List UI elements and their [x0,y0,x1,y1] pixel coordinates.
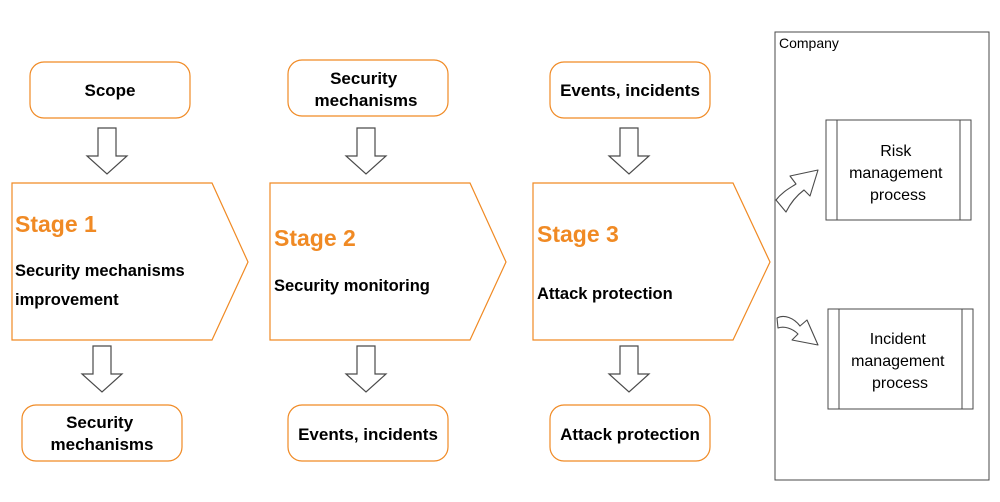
input-box-2-text: Security mechanisms [315,69,418,110]
company-container: Company Risk management process Incident… [774,31,990,481]
risk-management-process-box: Risk management process [825,119,972,221]
stage-3-subtitle: Attack protection [537,285,673,303]
stage-2-title: Stage 2 [274,225,356,251]
incident-management-process-box: Incident management process [827,308,974,410]
output-box-3 [549,404,711,462]
curved-arrow-up-right-icon [775,169,819,213]
stage-2-subtitle: Security monitoring [274,277,430,295]
incident-management-process-text: Incident management process [851,331,949,392]
down-arrow-icon [345,345,387,393]
down-arrow-icon [345,127,387,175]
stage-column-2: Security mechanisms Stage 2 Security mon… [269,59,507,462]
input-box-2 [287,59,449,117]
output-box-1-text: Security mechanisms [51,413,154,454]
output-box-3-text: Attack protection [560,425,700,444]
input-box-1-text: Scope [84,81,135,100]
down-arrow-icon [608,345,650,393]
company-frame [774,31,990,481]
stage-column-3: Events, incidents Stage 3 Attack protect… [532,61,771,462]
stage-chevron-3 [532,182,771,341]
down-arrow-icon [608,127,650,175]
risk-management-process-text: Risk management process [849,143,947,204]
output-box-1 [21,404,183,462]
stage-chevron-1 [11,182,249,341]
input-box-3-text: Events, incidents [560,81,700,100]
down-arrow-icon [81,345,123,393]
input-box-1 [29,61,191,119]
input-box-3 [549,61,711,119]
stage-column-1: Scope Stage 1 Security mechanisms improv… [11,61,249,462]
output-box-2 [287,404,449,462]
stage-1-title: Stage 1 [15,211,97,237]
stage-3-title: Stage 3 [537,221,619,247]
down-arrow-icon [86,127,128,175]
curved-arrow-down-right-icon [776,315,819,346]
stage-1-subtitle: Security mechanisms improvement [15,262,189,309]
stage-chevron-2 [269,182,507,341]
company-label: Company [779,35,839,51]
output-box-2-text: Events, incidents [298,425,438,444]
